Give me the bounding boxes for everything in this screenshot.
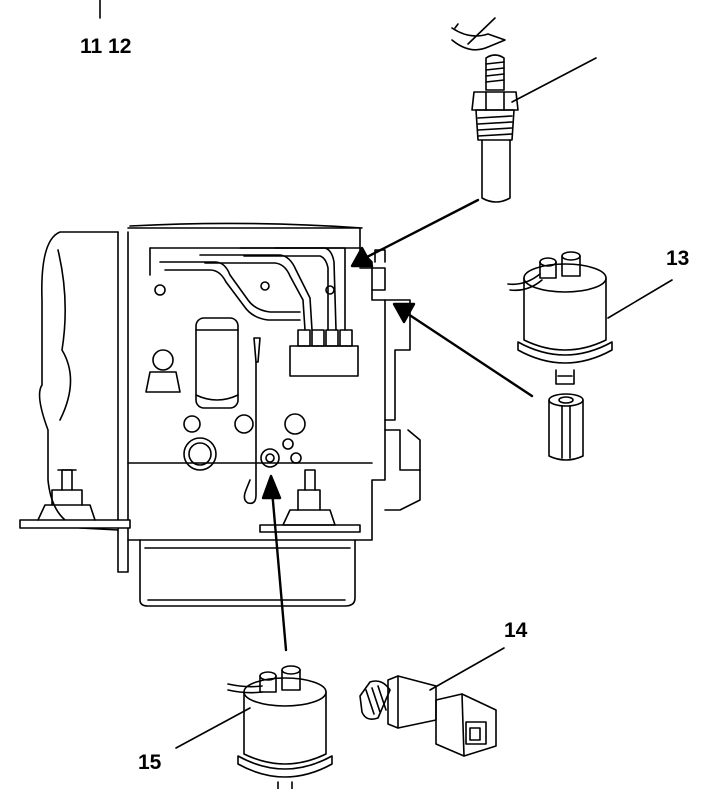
- assembly-arrows: [263, 200, 532, 650]
- temperature-sender-11-12: [452, 18, 596, 202]
- callout-14: 14: [504, 619, 528, 642]
- arrowhead-sensor-15: [263, 476, 280, 498]
- arrow-sensor-13: [405, 312, 532, 396]
- arrow-sensor-15: [272, 490, 286, 650]
- oil-pressure-switch-14: [360, 648, 504, 756]
- arrowhead-sensor-13: [394, 304, 414, 322]
- callout-11-12: 11 12: [80, 35, 132, 58]
- callout-13: 13: [666, 247, 690, 270]
- callout-15: 15: [138, 751, 162, 774]
- oil-pressure-sender-15: [176, 666, 332, 789]
- arrow-top-sensor: [365, 200, 478, 258]
- engine-block: [20, 223, 420, 606]
- oil-pressure-sender-13: [508, 252, 672, 460]
- arrowhead-top-sensor: [352, 248, 372, 266]
